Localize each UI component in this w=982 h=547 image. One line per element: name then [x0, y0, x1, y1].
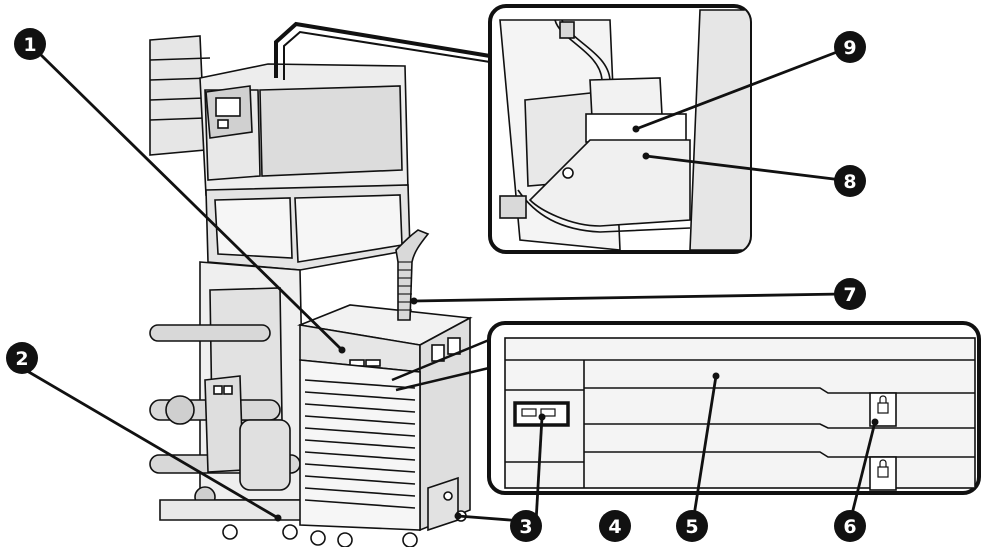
- ink-supply-unit: [297, 304, 473, 547]
- lock-icon: [877, 459, 889, 478]
- inset-bottom: [391, 321, 981, 495]
- callout-9: 9: [834, 31, 866, 63]
- callout-3: 3: [510, 510, 542, 542]
- callout-4: 4: [599, 510, 631, 542]
- callout-1: 1: [14, 28, 46, 60]
- leader-lines: [21, 45, 877, 524]
- printer-body: [149, 35, 411, 540]
- callout-6: 6: [834, 510, 866, 542]
- svg-text:6: 6: [843, 516, 856, 538]
- svg-text:4: 4: [608, 516, 621, 538]
- callout-8: 8: [834, 165, 866, 197]
- callout-5: 5: [676, 510, 708, 542]
- callout-7: 7: [834, 278, 866, 310]
- svg-text:7: 7: [843, 284, 856, 306]
- callout-2: 2: [6, 342, 38, 374]
- inset-top: [274, 4, 752, 254]
- leader-dots: [274, 125, 879, 522]
- svg-text:8: 8: [843, 171, 856, 193]
- lock-icon: [877, 395, 889, 414]
- svg-text:1: 1: [23, 34, 36, 56]
- ink-drawers: [304, 379, 416, 509]
- svg-text:2: 2: [15, 348, 28, 370]
- svg-text:9: 9: [843, 37, 856, 59]
- svg-text:5: 5: [685, 516, 698, 538]
- svg-text:3: 3: [519, 516, 532, 538]
- ink-tube: [395, 229, 430, 321]
